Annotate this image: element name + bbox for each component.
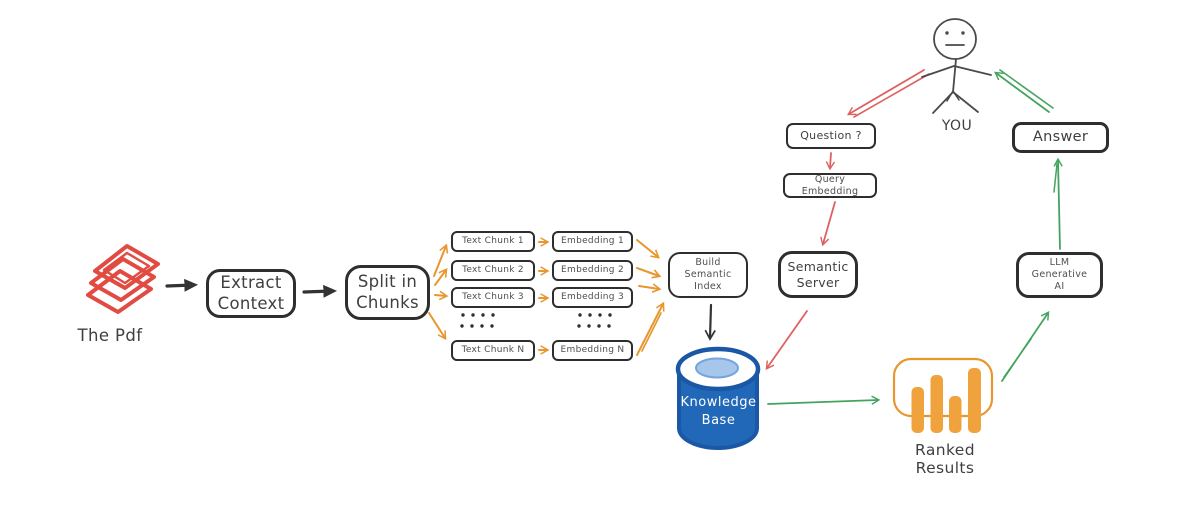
- node-embedding-2: Embedding 2: [552, 260, 633, 281]
- node-text-chunk-3-label: Text Chunk 3: [462, 291, 524, 302]
- node-embedding-n: Embedding N: [552, 340, 633, 361]
- node-text-chunk-n: Text Chunk N: [451, 340, 535, 361]
- node-extract-context-label: Extract Context: [217, 272, 285, 313]
- node-text-chunk-2: Text Chunk 2: [451, 260, 535, 281]
- person-icon: [921, 18, 992, 114]
- node-embedding-3: Embedding 3: [552, 287, 633, 308]
- node-embedding-n-label: Embedding N: [560, 344, 625, 355]
- node-text-chunk-2-label: Text Chunk 2: [462, 264, 524, 275]
- node-build-semantic-index-label: Build Semantic Index: [684, 257, 732, 292]
- node-query-embedding: Query Embedding: [783, 173, 877, 198]
- arrow-buildindex-to-knowledgebase: [704, 303, 716, 341]
- node-question: Question ?: [786, 123, 876, 149]
- arrow-queryembedding-to-server: [820, 201, 836, 247]
- arrow-pdf-to-extract: [165, 278, 199, 292]
- node-query-embedding-label: Query Embedding: [801, 173, 859, 197]
- node-split-in-chunks-label: Split in Chunks: [356, 271, 419, 312]
- node-llm-generative-ai-label: LLM Generative AI: [1031, 257, 1088, 292]
- node-question-label: Question ?: [800, 129, 862, 143]
- arrows-embeddings-to-buildindex: [636, 239, 665, 356]
- node-embedding-3-label: Embedding 3: [561, 291, 624, 302]
- node-semantic-server-label: Semantic Server: [787, 258, 849, 290]
- ellipsis-dots-chunks: [460, 313, 495, 328]
- arrows-split-to-chunks: [428, 243, 449, 341]
- bar-chart-icon: [892, 357, 994, 433]
- ranked-results-caption: Ranked Results: [915, 441, 975, 477]
- you-caption: YOU: [941, 118, 973, 134]
- arrow-llm-to-answer: [1053, 157, 1063, 250]
- node-embedding-1: Embedding 1: [552, 231, 633, 252]
- node-answer: Answer: [1012, 122, 1109, 153]
- arrow-server-to-knowledgebase: [765, 310, 808, 370]
- node-semantic-server: Semantic Server: [778, 251, 858, 298]
- knowledge-base-caption: Knowledge Base: [680, 395, 757, 428]
- node-text-chunk-1: Text Chunk 1: [451, 231, 535, 252]
- arrow-extract-to-split: [302, 284, 338, 298]
- arrow-ranked-to-llm: [1001, 311, 1050, 382]
- arrow-knowledgebase-to-ranked: [767, 395, 881, 405]
- arrow-answer-to-you: [994, 69, 1054, 113]
- ellipsis-dots-embeddings: [577, 313, 612, 328]
- books-icon: [86, 244, 160, 314]
- node-text-chunk-1-label: Text Chunk 1: [462, 235, 524, 246]
- arrow-you-to-question: [846, 69, 930, 118]
- pdf-caption: The Pdf: [77, 326, 143, 345]
- node-llm-generative-ai: LLM Generative AI: [1016, 252, 1103, 298]
- database-icon: [675, 346, 761, 450]
- node-build-semantic-index: Build Semantic Index: [668, 252, 748, 298]
- node-split-in-chunks: Split in Chunks: [345, 265, 430, 320]
- node-embedding-1-label: Embedding 1: [561, 235, 624, 246]
- arrows-chunks-to-embeddings: [538, 237, 550, 355]
- node-text-chunk-n-label: Text Chunk N: [461, 344, 525, 355]
- node-text-chunk-3: Text Chunk 3: [451, 287, 535, 308]
- arrow-question-to-queryembedding: [825, 152, 836, 171]
- node-answer-label: Answer: [1032, 129, 1089, 146]
- node-embedding-2-label: Embedding 2: [561, 264, 624, 275]
- node-extract-context: Extract Context: [206, 269, 296, 318]
